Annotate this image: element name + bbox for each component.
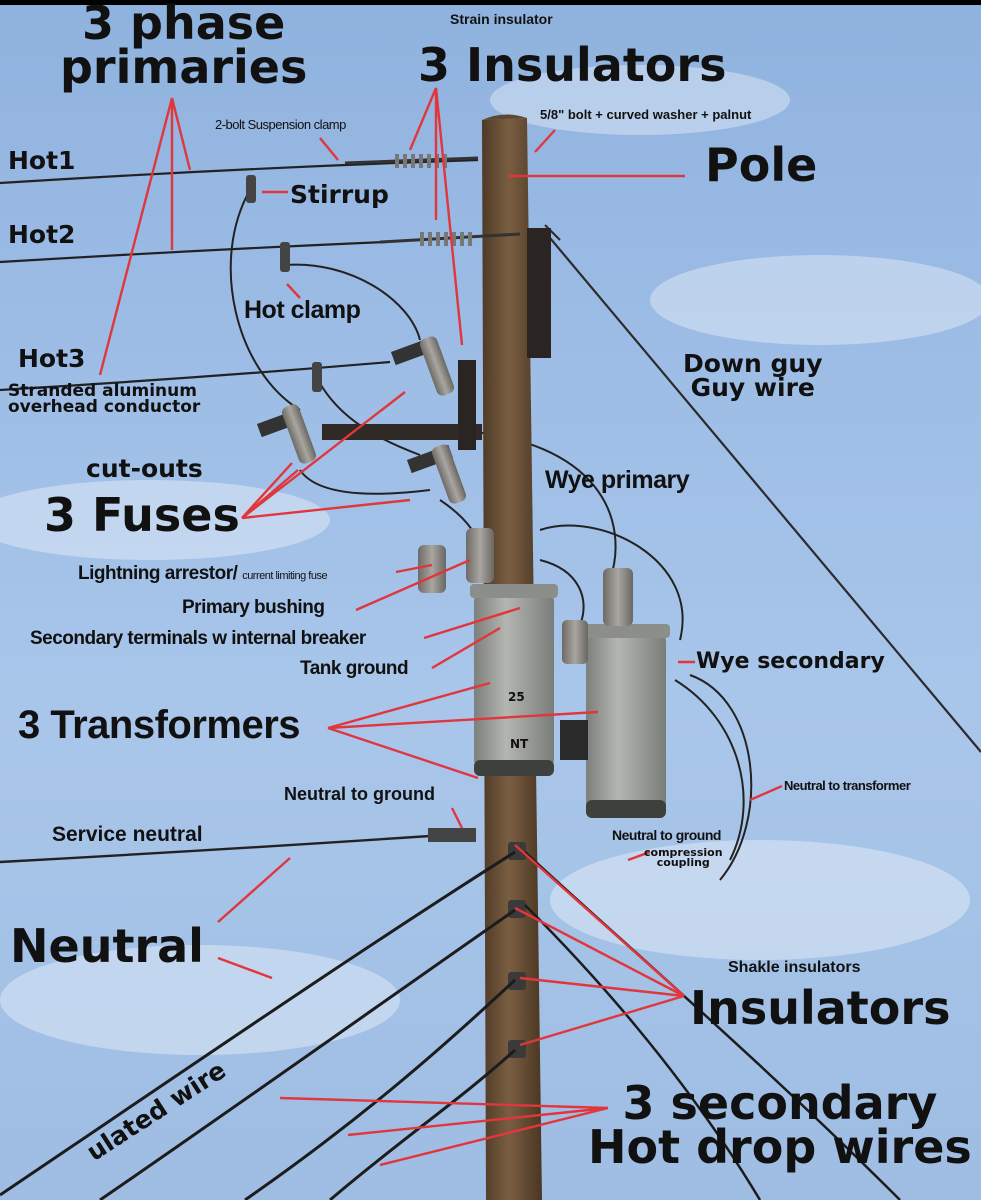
hot2-label: Hot2 xyxy=(8,220,76,249)
cutouts-label: cut-outs xyxy=(86,454,203,483)
insulators-bottom-title: Insulators xyxy=(690,981,951,1035)
compression-line2: coupling xyxy=(656,856,710,870)
hot1-label: Hot1 xyxy=(8,146,76,175)
lightning-arrestor-label: Lightning arrestor/ current limiting fus… xyxy=(78,563,328,584)
hot3-label: Hot3 xyxy=(18,344,86,373)
compression-coupling-label: compression coupling xyxy=(644,846,723,870)
primaries-title: 3 phase primaries xyxy=(60,0,308,94)
fuses-title: 3 Fuses xyxy=(44,488,240,542)
primaries-title-line1: 3 phase xyxy=(82,0,286,50)
top-border xyxy=(0,0,981,5)
hot3-conductor xyxy=(0,360,391,392)
pole-title: Pole xyxy=(705,138,818,192)
transformer-1 xyxy=(470,584,558,776)
secondary-terminals-label: Secondary terminals w internal breaker xyxy=(30,628,366,649)
service-neutral-conductor xyxy=(0,834,431,864)
suspension-clamp-label: 2-bolt Suspension clamp xyxy=(215,117,346,132)
hot2-conductor xyxy=(0,240,386,264)
secondary-drop-line2: Hot drop wires xyxy=(588,1119,972,1174)
stranded-line2: overhead conductor xyxy=(8,397,201,418)
stranded-line1: Stranded aluminum xyxy=(8,381,197,401)
stirrup-label: Stirrup xyxy=(290,180,389,209)
guy-wire-line: Guy wire xyxy=(690,372,815,402)
wye-secondary-label: Wye secondary xyxy=(696,649,885,674)
cutout-fuse-3 xyxy=(406,444,467,504)
wye-primary-label: Wye primary xyxy=(545,466,690,494)
neutral-to-ground-right-label: Neutral to ground xyxy=(612,827,721,843)
transformers-title: 3 Transformers xyxy=(18,703,301,747)
cutout-fuse-1 xyxy=(390,336,455,396)
transformer-2 xyxy=(582,568,670,818)
tank-ground-label: Tank ground xyxy=(300,658,409,679)
secondary-drop-title: 3 secondary Hot drop wires xyxy=(588,1076,972,1174)
current-limiting-fuse-text: current limiting fuse xyxy=(242,570,328,582)
bolt-label: 5/8" bolt + curved washer + palnut xyxy=(540,107,752,122)
transformer-rating-label: 25 xyxy=(508,690,525,704)
lightning-arrestor-text: Lightning arrestor/ xyxy=(78,563,238,584)
hot-clamp-label: Hot clamp xyxy=(244,296,361,324)
compression-line1: compression xyxy=(644,846,723,859)
guy-wire xyxy=(544,231,981,753)
service-neutral-label: Service neutral xyxy=(52,823,203,846)
neutral-to-ground-left-label: Neutral to ground xyxy=(284,784,435,804)
transformer-code-label: NT xyxy=(510,737,529,751)
primary-bushing-label: Primary bushing xyxy=(182,597,325,618)
primaries-title-line2: primaries xyxy=(60,39,308,94)
cutout-fuse-2 xyxy=(256,404,317,464)
shakle-insulators-label: Shakle insulators xyxy=(728,959,861,976)
strain-insulator-label: Strain insulator xyxy=(450,11,553,27)
secondary-drop-line1: 3 secondary xyxy=(622,1076,938,1130)
pointer-lines xyxy=(98,87,783,1167)
neutral-to-transformer-label: Neutral to transformer xyxy=(784,778,911,793)
stranded-conductor-label: Stranded aluminum overhead conductor xyxy=(8,381,201,418)
neutral-title: Neutral xyxy=(10,919,204,973)
insulators-top-title: 3 Insulators xyxy=(418,38,727,92)
down-guy-label: Down guy Guy wire xyxy=(683,349,823,402)
clouds xyxy=(0,65,981,1055)
down-guy-line: Down guy xyxy=(683,349,823,378)
